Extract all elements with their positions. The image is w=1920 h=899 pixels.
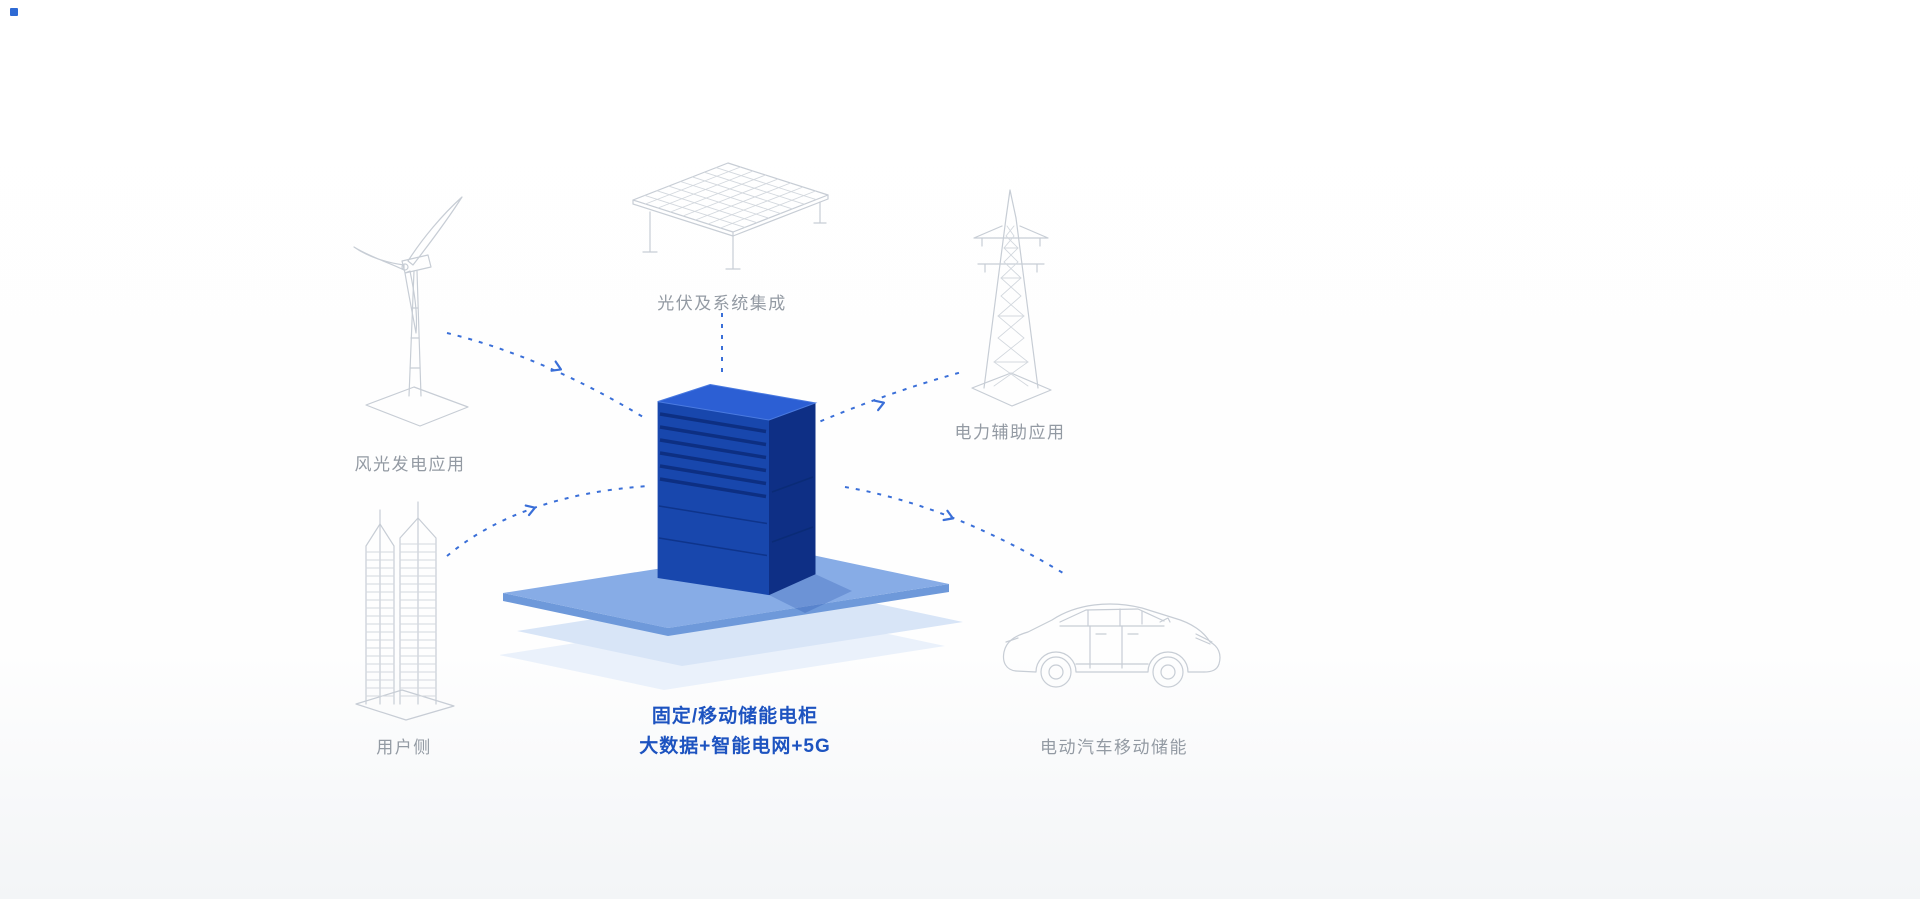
transmission-tower-icon	[971, 189, 1052, 407]
label-user-side: 用户侧	[376, 738, 432, 757]
storage-cabinet-illustration	[500, 384, 963, 690]
wind-turbine-icon	[353, 196, 469, 427]
cabinet-body	[657, 384, 818, 596]
chevron-icon	[550, 360, 563, 372]
label-grid-auxiliary: 电力辅助应用	[954, 423, 1066, 442]
solar-panel-icon	[632, 162, 829, 270]
label-ev-mobile-storage: 电动汽车移动储能	[1040, 738, 1188, 757]
city-buildings-icon	[355, 501, 455, 721]
center-caption-line2: 大数据+智能电网+5G	[639, 736, 831, 757]
center-caption-line1: 固定/移动储能电柜	[651, 706, 819, 727]
electric-car-icon	[1002, 603, 1221, 688]
label-wind-power: 风光发电应用	[354, 455, 466, 474]
platform-layers	[500, 549, 963, 690]
label-photovoltaic: 光伏及系统集成	[657, 294, 787, 313]
corner-marker	[10, 8, 18, 16]
center-caption: 固定/移动储能电柜 大数据+智能电网+5G	[575, 702, 895, 762]
cabinet-shadow	[769, 574, 852, 613]
